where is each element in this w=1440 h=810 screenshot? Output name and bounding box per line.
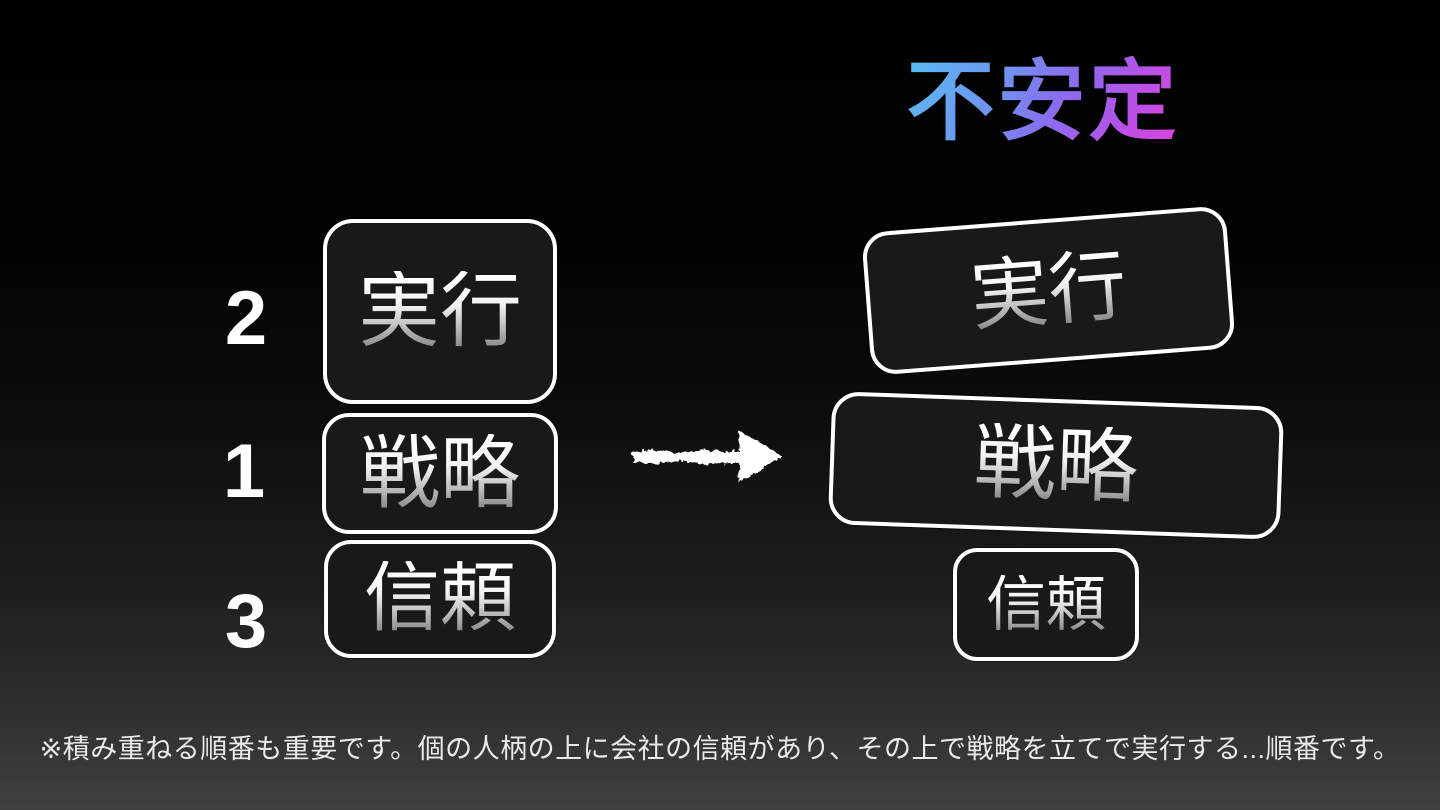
stable-box-trust: 信頼	[324, 540, 556, 658]
unstable-box-trust: 信頼	[953, 548, 1139, 661]
unstable-box-execution: 実行	[861, 205, 1236, 376]
stable-box-execution-label: 実行	[357, 265, 522, 357]
slide-title: 不安定	[893, 55, 1193, 148]
stable-box-strategy: 戦略	[322, 413, 558, 534]
stable-box-trust-label: 信頼	[364, 556, 516, 641]
order-number-strategy: 1	[222, 429, 266, 514]
unstable-box-trust-label: 信頼	[986, 570, 1106, 638]
unstable-box-execution-label: 実行	[967, 240, 1130, 341]
stable-box-strategy-label: 戦略	[360, 428, 520, 518]
footnote: ※積み重ねる順番も重要です。個の人柄の上に会社の信頼があり、その上で戦略を立てで…	[39, 734, 1401, 764]
order-number-trust: 3	[224, 579, 268, 664]
unstable-box-strategy: 戦略	[827, 391, 1285, 540]
stable-box-execution: 実行	[323, 219, 557, 404]
order-number-exec: 2	[224, 276, 268, 361]
unstable-box-strategy-label: 戦略	[972, 416, 1140, 514]
chalk-right-arrow-icon	[632, 431, 783, 483]
